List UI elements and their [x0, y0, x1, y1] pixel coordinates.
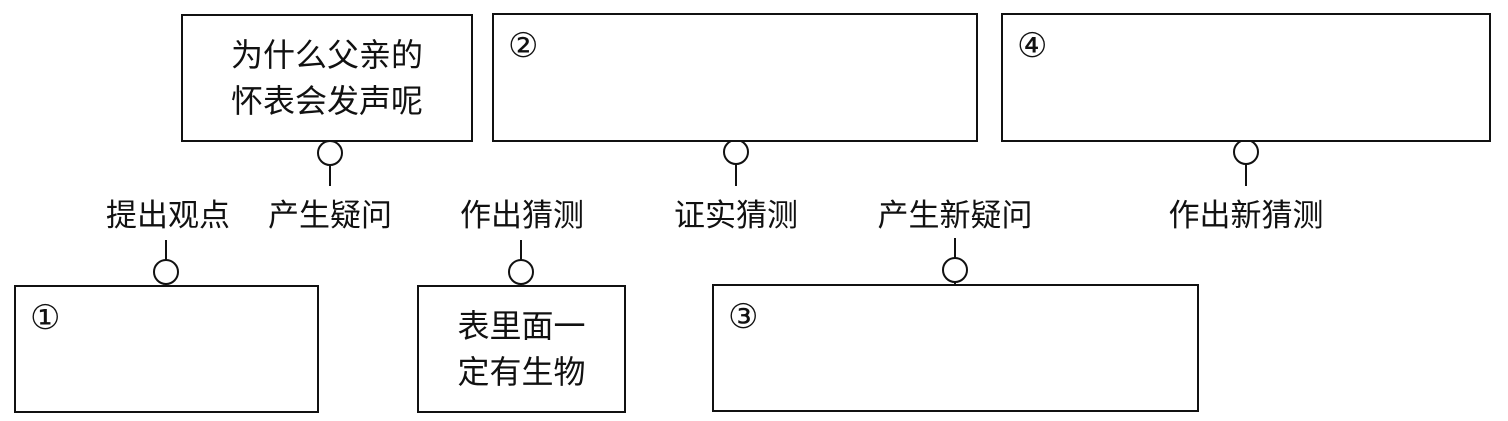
step-label-guess: 作出猜测 [460, 198, 584, 234]
step-label-question: 产生疑问 [268, 198, 392, 234]
step-label-new-question: 产生新疑问 [877, 198, 1033, 234]
step-label-new-guess: 作出新猜测 [1168, 198, 1324, 234]
box-number-1: ① [30, 298, 61, 338]
connector-question [317, 140, 343, 186]
step-label-propose: 提出观点 [106, 198, 230, 234]
connector-box2 [723, 139, 749, 186]
box-number-3: ③ [728, 297, 759, 337]
connector-box1 [153, 240, 179, 286]
answer-box-3: ③ [712, 284, 1199, 412]
guess-box: 表里面一 定有生物 [417, 285, 626, 413]
answer-box-1: ① [14, 285, 319, 413]
guess-text: 表里面一 定有生物 [457, 307, 586, 391]
box-number-2: ② [508, 26, 539, 66]
answer-box-2: ② [492, 13, 978, 142]
connector-box3 [942, 238, 968, 284]
connector-guess [508, 240, 534, 286]
box-number-4: ④ [1017, 26, 1048, 66]
question-text: 为什么父亲的 怀表会发声呢 [230, 36, 423, 120]
answer-box-4: ④ [1001, 13, 1491, 142]
connector-box4 [1233, 139, 1259, 186]
question-box: 为什么父亲的 怀表会发声呢 [181, 14, 473, 142]
step-label-verify: 证实猜测 [674, 198, 798, 234]
